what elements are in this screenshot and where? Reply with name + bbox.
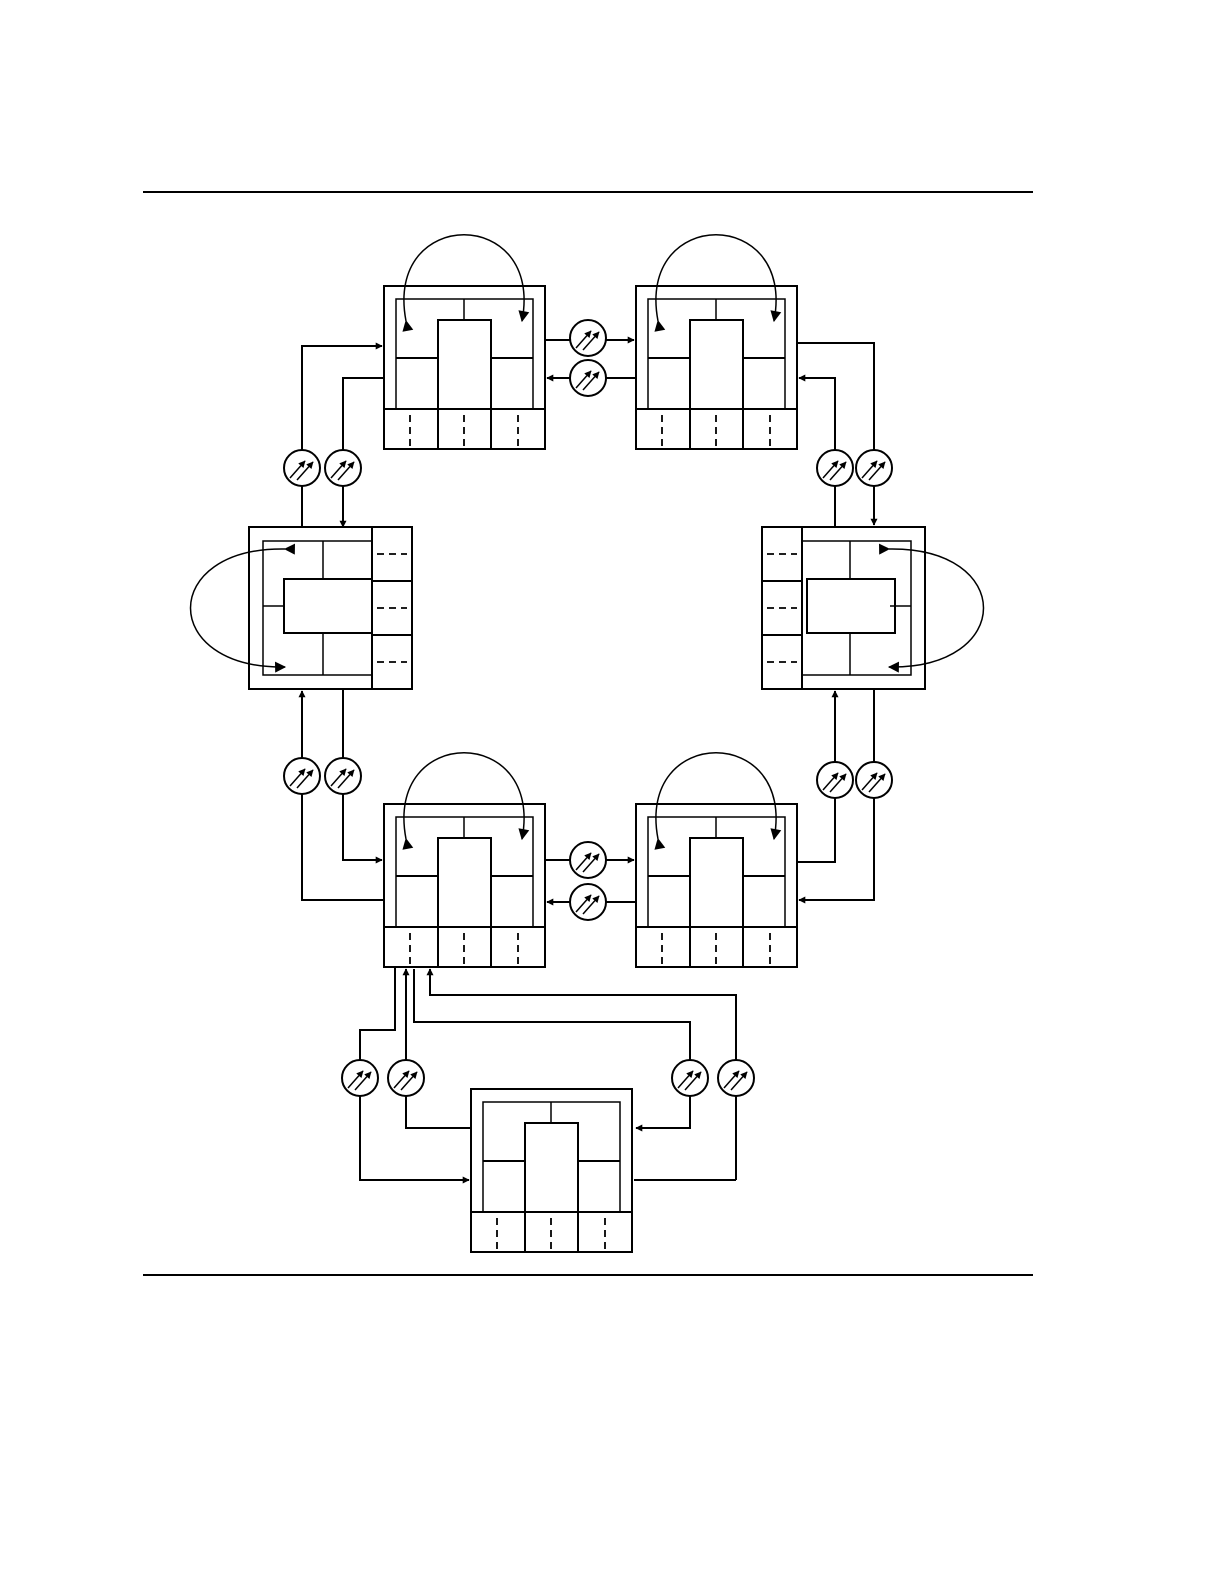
optical-link-icon [856, 450, 892, 486]
optical-link-icon [284, 758, 320, 794]
node-mid-right [762, 527, 984, 689]
optical-link-icon [570, 884, 606, 920]
optical-link-icon [817, 762, 853, 798]
connections [302, 340, 874, 1180]
optical-link-icon [817, 450, 853, 486]
optical-link-icon [325, 758, 361, 794]
optical-link-icon [325, 450, 361, 486]
node-bottom-center [471, 1089, 632, 1252]
node-mid-left [191, 527, 413, 689]
links [284, 320, 892, 1096]
node-top-left [384, 235, 545, 449]
optical-link-icon [570, 360, 606, 396]
optical-link-icon [570, 320, 606, 356]
optical-link-icon [388, 1060, 424, 1096]
node-bottom-left [384, 753, 545, 967]
node-bottom-right [636, 753, 797, 967]
optical-link-icon [856, 762, 892, 798]
node-top-right [636, 235, 797, 449]
optical-link-icon [672, 1060, 708, 1096]
optical-link-icon [342, 1060, 378, 1096]
link-node-bottom-center-to-node-bottom-left [406, 969, 690, 1128]
optical-link-icon [718, 1060, 754, 1096]
optical-link-icon [284, 450, 320, 486]
optical-link-icon [570, 842, 606, 878]
